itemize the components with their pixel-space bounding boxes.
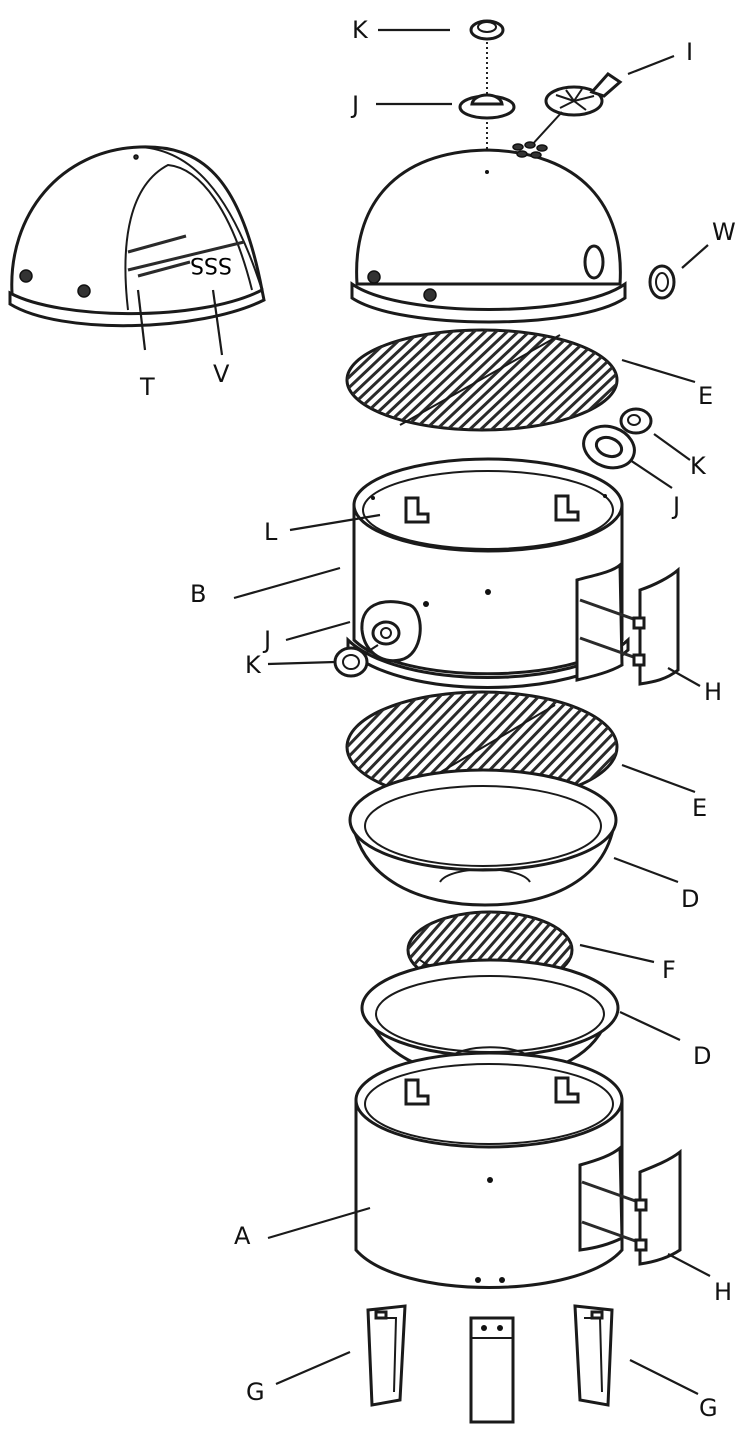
label-k-top: K bbox=[352, 16, 369, 44]
label-a-base: A bbox=[234, 1222, 251, 1250]
label-f-grate: F bbox=[662, 956, 676, 984]
grate-bar bbox=[687, 328, 751, 432]
lid-stamp-text: SSS bbox=[190, 252, 232, 277]
leg-center-g bbox=[469, 1316, 515, 1424]
grate-bar bbox=[465, 330, 579, 430]
label-g-right: G bbox=[699, 1394, 718, 1422]
grate-bar bbox=[642, 910, 712, 990]
grate-bar bbox=[408, 912, 454, 988]
grate-bar bbox=[476, 330, 590, 430]
middle-body-b bbox=[346, 457, 630, 689]
grate-bar bbox=[622, 690, 732, 804]
grate-bar bbox=[432, 330, 546, 430]
thermometer-grommet-j bbox=[360, 600, 422, 663]
label-k-side: K bbox=[245, 651, 262, 679]
damper-vent-i bbox=[529, 72, 623, 148]
grate-bar bbox=[677, 690, 751, 804]
grate-bar bbox=[408, 912, 464, 988]
mid-door-grommet-j bbox=[582, 424, 636, 470]
grate-bar bbox=[377, 330, 491, 430]
label-h-upper: H bbox=[704, 678, 722, 706]
grate-bar bbox=[443, 330, 557, 430]
grate-bar bbox=[388, 330, 502, 430]
label-b-body: B bbox=[190, 580, 206, 608]
label-w-knob: W bbox=[712, 218, 736, 246]
grate-bar bbox=[410, 330, 524, 430]
grate-bar bbox=[654, 328, 751, 432]
label-v-rim: V bbox=[213, 360, 230, 388]
grate-bar bbox=[542, 330, 617, 430]
grate-bar bbox=[347, 692, 360, 802]
grate-bar bbox=[454, 330, 568, 430]
smoker-lid-dome bbox=[350, 141, 627, 324]
label-i-vent: I bbox=[686, 38, 693, 66]
grate-bar bbox=[347, 692, 437, 802]
upper-access-door-h bbox=[575, 561, 680, 686]
grate-bar bbox=[665, 328, 751, 432]
top-cap-j bbox=[458, 93, 516, 120]
grate-bar bbox=[622, 910, 692, 990]
label-t-hook: T bbox=[139, 373, 155, 401]
grate-bar bbox=[655, 690, 751, 804]
leg-left-g bbox=[366, 1304, 407, 1407]
label-d-upper: D bbox=[681, 885, 699, 913]
label-j-top: J bbox=[350, 91, 359, 119]
grate-bar bbox=[633, 690, 743, 804]
label-k-mid: K bbox=[690, 452, 707, 480]
grate-bar bbox=[688, 690, 751, 804]
leg-right-g bbox=[573, 1304, 614, 1407]
label-e-upper: E bbox=[698, 382, 713, 410]
grate-bar bbox=[710, 690, 751, 804]
lid-cutaway-inset: SSS bbox=[8, 145, 266, 328]
grate-bar bbox=[709, 328, 751, 432]
label-j-mid: J bbox=[671, 492, 680, 520]
lid-knob-w bbox=[648, 264, 676, 300]
grate-bar bbox=[553, 330, 617, 430]
part-labels: K J I W T V E K J L B J K H E D F D A H … bbox=[139, 16, 736, 1422]
grate-bar bbox=[366, 330, 480, 430]
grate-bar bbox=[609, 692, 617, 802]
leader-lines bbox=[136, 28, 711, 1395]
grate-bar bbox=[698, 328, 751, 432]
grate-bar bbox=[644, 690, 751, 804]
grate-bar bbox=[531, 330, 617, 430]
label-e-lower: E bbox=[692, 794, 707, 822]
grate-bar bbox=[699, 690, 751, 804]
grate-bar bbox=[347, 692, 426, 802]
grate-bar bbox=[347, 330, 436, 430]
mid-door-knob-k bbox=[619, 407, 653, 435]
grate-bar bbox=[643, 328, 751, 432]
label-h-lower: H bbox=[714, 1278, 732, 1306]
label-l-bracket: L bbox=[264, 518, 278, 546]
grate-bar bbox=[347, 692, 415, 802]
grate-bar bbox=[347, 330, 414, 430]
grate-bar bbox=[347, 692, 349, 802]
label-j-side: J bbox=[262, 626, 271, 654]
charcoal-bracket-l bbox=[404, 494, 580, 524]
grate-bar bbox=[721, 690, 751, 804]
upper-water-pan-d bbox=[348, 768, 618, 907]
top-knob-k bbox=[469, 19, 505, 41]
label-d-lower: D bbox=[693, 1042, 711, 1070]
upper-cooking-grate-e bbox=[345, 328, 751, 432]
grate-bar bbox=[347, 330, 359, 430]
grate-bar bbox=[347, 330, 425, 430]
base-body-a bbox=[354, 1051, 624, 1289]
label-g-left: G bbox=[246, 1378, 265, 1406]
lower-access-door-h bbox=[578, 1144, 682, 1266]
